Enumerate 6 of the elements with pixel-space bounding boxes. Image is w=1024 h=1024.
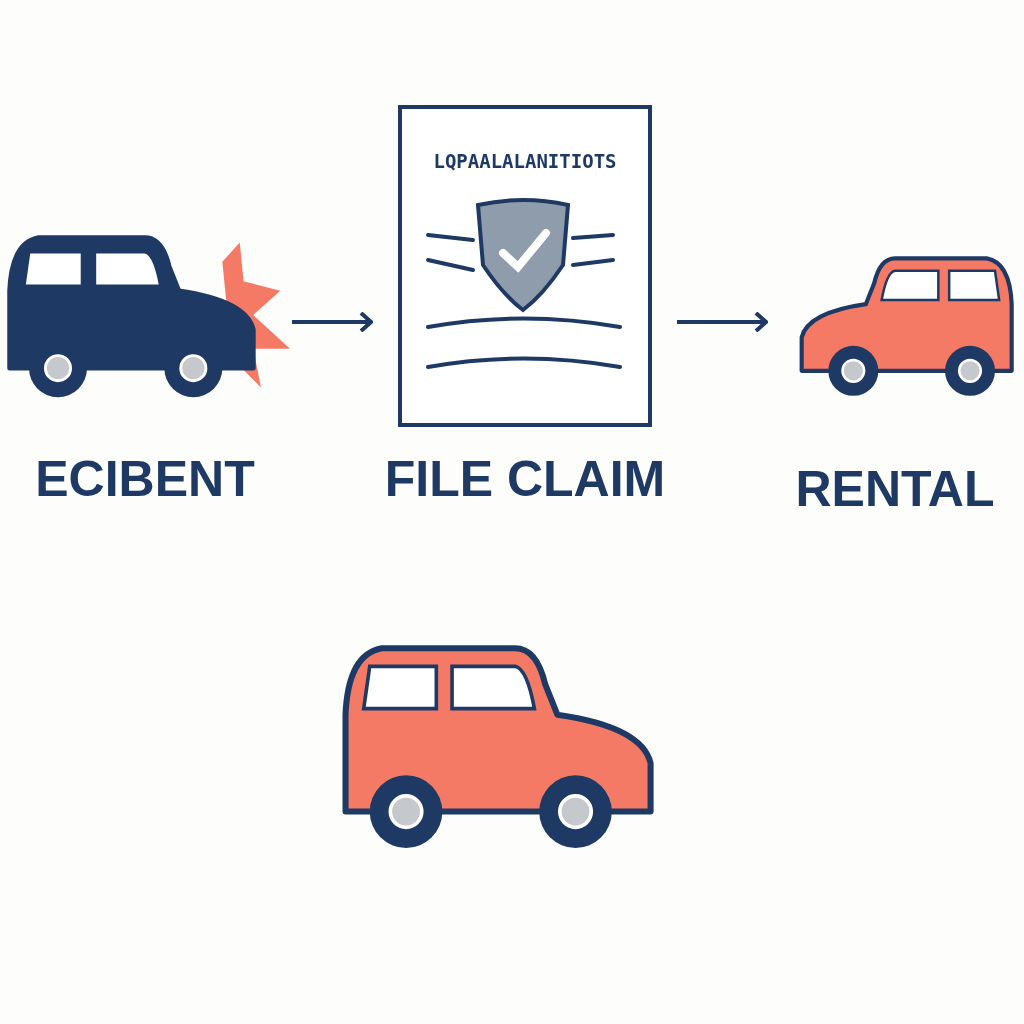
step-label: ECIBENT	[34, 450, 256, 508]
arrow	[292, 311, 373, 333]
document-heading: LQPAALALANITIOTS	[432, 150, 618, 172]
step-label: FILE CLAIM	[383, 450, 667, 508]
step-label: RENTAL	[794, 460, 996, 518]
arrow	[677, 311, 768, 333]
